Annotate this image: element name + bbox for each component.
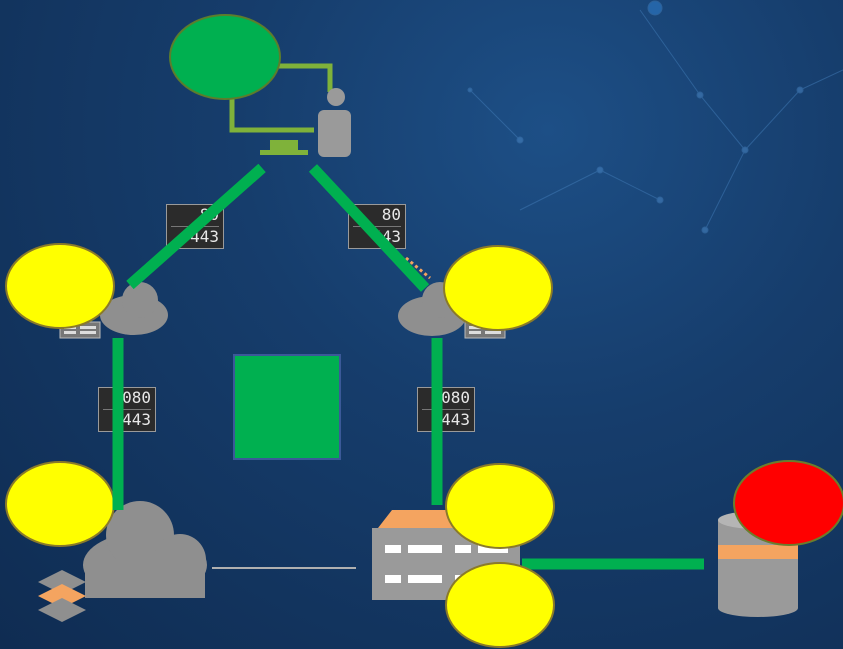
port-box-client-left: 80 443 <box>166 204 224 249</box>
port-https: 7443 <box>112 410 151 429</box>
marker-client <box>169 14 281 100</box>
port-https: 6443 <box>431 410 470 429</box>
port-box-client-right: 80 443 <box>348 204 406 249</box>
marker-left-cloud <box>5 243 115 329</box>
port-box-left-vertical: 7080 7443 <box>98 387 156 432</box>
marker-server-top <box>445 463 555 549</box>
user-workstation-icon <box>229 63 351 157</box>
marker-server-bottom <box>445 562 555 648</box>
port-http: 80 <box>171 205 219 227</box>
port-http: 7080 <box>103 388 151 410</box>
cloud-layers-icon <box>38 501 207 622</box>
port-http: 6080 <box>422 388 470 410</box>
port-http: 80 <box>353 205 401 227</box>
marker-database <box>733 460 843 546</box>
cloud-server-icon-left <box>59 282 168 339</box>
background-network-decoration <box>467 0 843 234</box>
cloud-server-icon-right <box>398 282 506 339</box>
marker-bottom-cloud <box>5 461 115 547</box>
port-https: 443 <box>372 227 401 246</box>
marker-right-cloud <box>443 245 553 331</box>
port-https: 443 <box>190 227 219 246</box>
center-green-square <box>233 354 341 460</box>
port-box-right-vertical: 6080 6443 <box>417 387 475 432</box>
